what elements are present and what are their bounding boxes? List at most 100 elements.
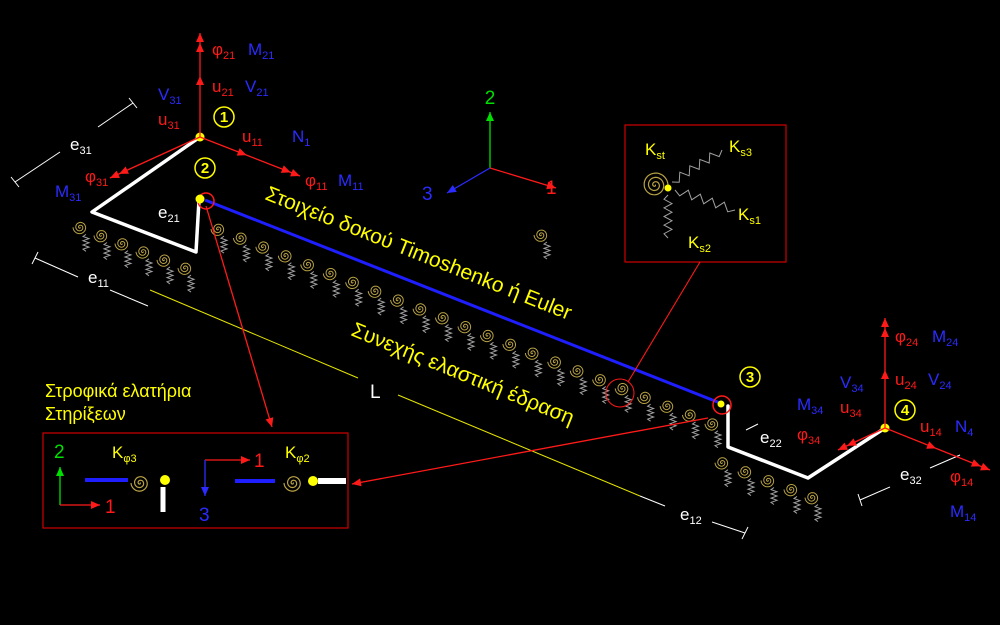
- foundation-spring: [300, 259, 319, 289]
- foundation-spring: [72, 221, 91, 252]
- foundation-spring: [322, 268, 341, 298]
- phi31-label: φ31: [85, 167, 108, 189]
- foundation-spring: [524, 347, 543, 378]
- dim-tick: [31, 251, 39, 265]
- span-line-L-a: [149, 289, 359, 379]
- spring-s3-coil: [671, 149, 723, 183]
- foundation-spring: [659, 400, 678, 431]
- box-left-node-dot: [160, 475, 170, 485]
- phi14-label: φ14: [950, 467, 973, 489]
- M34-label: M34: [797, 395, 823, 417]
- foundation-spring: [210, 223, 229, 254]
- u24-label: u24: [895, 370, 917, 392]
- box-right-axis-3-arrow: [201, 460, 209, 496]
- node-3-highlight: [712, 395, 732, 415]
- k-phi2-label: Kφ2: [285, 443, 310, 465]
- foundation-spring: [502, 338, 521, 369]
- foundation-spring: [714, 457, 733, 488]
- span-length-label: L: [370, 382, 381, 403]
- dim-line-e31-b: [97, 102, 134, 128]
- V24-label: V24: [928, 370, 952, 392]
- foundation-spring: [682, 409, 701, 440]
- M24-label: M24: [932, 327, 958, 349]
- phi21-label: φ21: [212, 40, 235, 62]
- rotational-spring-phi3-spiral: [130, 476, 148, 492]
- foundation-spring: [457, 321, 476, 351]
- dim-line-e31-a: [14, 151, 61, 183]
- foundation-spring: [569, 365, 588, 396]
- foundation-spring: [533, 229, 552, 260]
- foundation-detail-marker: [605, 378, 635, 408]
- foundation-spring: [156, 254, 175, 285]
- foundation-spring: [704, 418, 723, 449]
- phi34-label: φ34: [797, 425, 820, 447]
- callout-node-2-leader: [205, 205, 274, 428]
- dim-line-e22: [745, 423, 759, 431]
- foundation-spring: [114, 238, 133, 269]
- M14-label: M14: [950, 502, 976, 524]
- foundation-spring: [255, 241, 274, 272]
- foundation-spring: [345, 276, 364, 307]
- box-left-axis-2-arrow: [56, 467, 64, 505]
- global-axis-2-arrow: [486, 112, 494, 168]
- spring-s2-coil: [662, 194, 674, 239]
- u34-label: u34: [840, 398, 862, 420]
- V21-label: V21: [245, 77, 269, 99]
- phi24-label: φ24: [895, 327, 918, 349]
- node-4-axis-2-arrow: [881, 318, 889, 428]
- foundation-spring: [760, 475, 779, 505]
- V34-label: V34: [840, 373, 864, 395]
- foundation-spring: [480, 329, 499, 360]
- k-s2-label: Ks2: [688, 233, 711, 255]
- u31-label: u31: [158, 110, 180, 132]
- dimension-lines: [10, 97, 961, 540]
- e12-label: e12: [680, 505, 702, 527]
- foundation-spring: [412, 303, 431, 334]
- node-number: 2: [201, 160, 209, 177]
- elastic-foundation-springs: [72, 221, 823, 522]
- dim-tick: [857, 493, 863, 507]
- callout-foundation-leader: [627, 261, 701, 383]
- spring-s1-coil: [674, 189, 736, 213]
- V31-label: V31: [158, 85, 182, 107]
- node-4-axis-3-arrow: [837, 427, 886, 451]
- callout-node-3-leader: [351, 417, 709, 487]
- foundation-spring: [737, 466, 756, 496]
- spring-detail-drawing: [130, 149, 736, 492]
- foundation-spring: [93, 230, 112, 260]
- dim-line-e12-b: [711, 521, 746, 534]
- foundation-spring: [233, 232, 252, 263]
- foundation-spring: [614, 383, 633, 413]
- box-right-axis-1-arrow: [205, 456, 250, 464]
- foundation-spring: [390, 294, 409, 325]
- node-badge-1: 1: [213, 106, 235, 128]
- box-left-axis-1-arrow: [60, 501, 100, 509]
- e11-label: e11: [88, 268, 109, 290]
- rigid-offset-left: [90, 135, 202, 254]
- e22-label: e22: [760, 428, 782, 450]
- dim-line-e32-b: [929, 454, 961, 469]
- foundation-spring: [547, 356, 566, 387]
- node-3-dot: [717, 400, 725, 408]
- dim-line-e11-b: [109, 289, 149, 307]
- node-badge-2: 2: [194, 157, 216, 179]
- node-badge-4: 4: [894, 399, 916, 421]
- box-left-axis-1-label: 1: [105, 497, 116, 518]
- force-arrows: [56, 33, 991, 509]
- foundation-spring: [367, 285, 386, 316]
- span-line-L-b: [397, 394, 641, 497]
- foundation-spring: [637, 391, 656, 422]
- foundation-spring: [177, 262, 196, 293]
- rotational-spring-phi2-spiral: [283, 476, 301, 492]
- node-1-axis-3-arrow: [109, 136, 201, 179]
- foundation-spring: [435, 312, 454, 343]
- M31-label: M31: [55, 182, 81, 204]
- rigid-offsets: [90, 135, 887, 480]
- node-number: 1: [220, 109, 228, 126]
- box-right-axis-1-label: 1: [254, 451, 265, 472]
- node-number: 3: [746, 369, 754, 386]
- rotational-springs-box: [42, 432, 349, 529]
- torsional-spring-spiral: [643, 172, 669, 196]
